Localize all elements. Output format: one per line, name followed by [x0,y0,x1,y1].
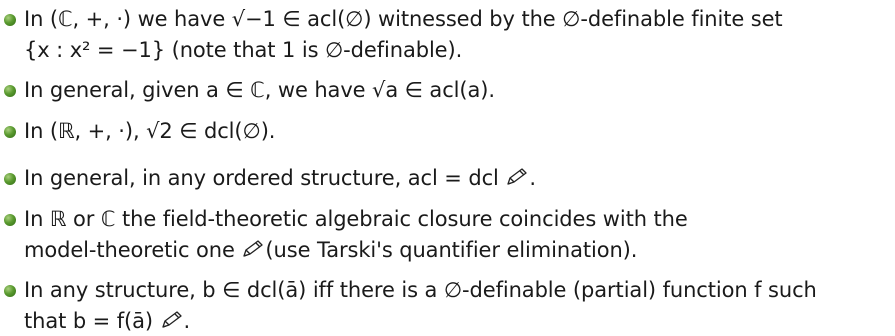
bullet-text-continued: {x : x² = −1} (note that 1 is ∅-definabl… [24,38,463,62]
bullet-icon [4,173,16,185]
bullet-text: In ℝ or ℂ the field-theoretic algebraic … [24,207,688,231]
bullet-icon [4,85,16,97]
bullet-text: In (ℝ, +, ·), √2 ∈ dcl(∅). [24,119,276,143]
bullet-icon [4,285,16,297]
bullet-icon [4,126,16,138]
bullet-icon [4,214,16,226]
bullet-icon [4,14,16,26]
pencil-icon[interactable] [160,310,184,330]
bullet-text: In any structure, b ∈ dcl(ā) iff there i… [24,278,817,302]
pencil-icon[interactable] [241,239,265,259]
bullet-text-continued-tail: (use Tarski's quantifier elimination). [265,238,638,262]
bullet-text-continued: that b = f(ā) [24,309,153,333]
bullet-text-continued: model-theoretic one [24,238,235,262]
bullet-text: In general, in any ordered structure, ac… [24,166,499,190]
pencil-icon[interactable] [505,167,529,187]
bullet-text: In (ℂ, +, ·) we have √−1 ∈ acl(∅) witnes… [24,7,783,31]
bullet-text: In general, given a ∈ ℂ, we have √a ∈ ac… [24,78,495,102]
